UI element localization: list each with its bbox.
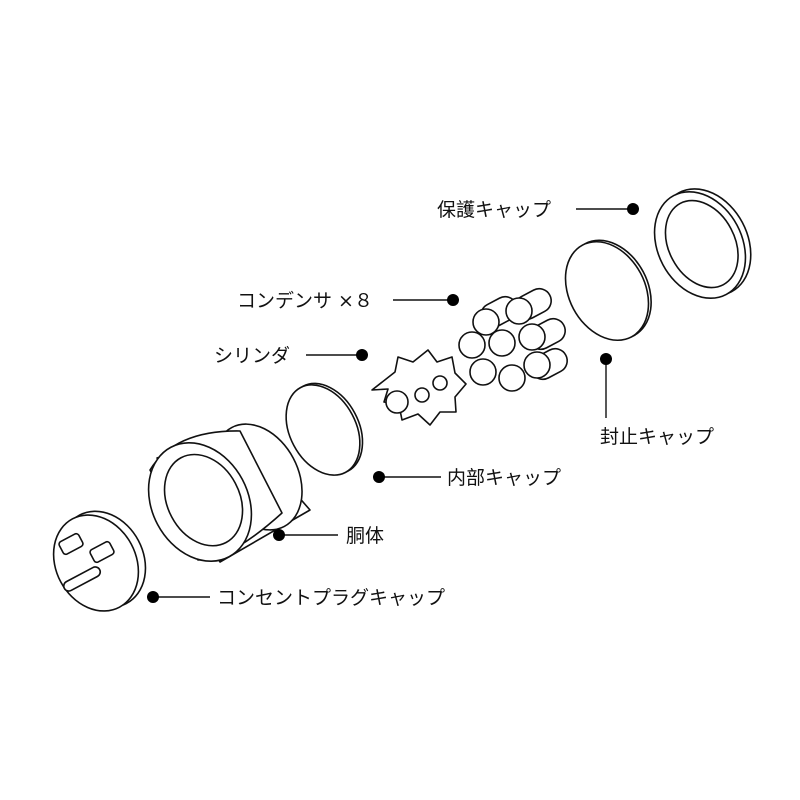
plug-prongs: [58, 532, 115, 592]
capacitor-bundle: [458, 287, 568, 392]
inner-cap: [285, 382, 364, 476]
leader-capacitors: [393, 294, 459, 306]
leader-body: [273, 529, 338, 541]
leader-protective-cap: [576, 203, 639, 215]
label-body: 胴体: [346, 525, 384, 547]
leader-cylinder: [306, 349, 368, 361]
label-plug-cap: コンセントプラグキャップ: [217, 587, 445, 609]
label-sealing-cap: 封止キャップ: [600, 426, 714, 448]
label-cylinder: シリンダ: [214, 345, 290, 367]
label-capacitors: コンデンサ ×８: [237, 290, 373, 312]
cylinder-holder: [371, 349, 467, 426]
body-cylinder: [147, 423, 311, 563]
label-inner-cap: 内部キャップ: [447, 467, 561, 489]
leader-inner-cap: [373, 471, 441, 483]
leader-plug-cap: [147, 591, 210, 603]
leader-sealing-cap: [600, 353, 612, 418]
sealing-cap: [564, 239, 652, 342]
protective-cap: [653, 188, 752, 300]
label-protective-cap: 保護キャップ: [437, 199, 551, 221]
